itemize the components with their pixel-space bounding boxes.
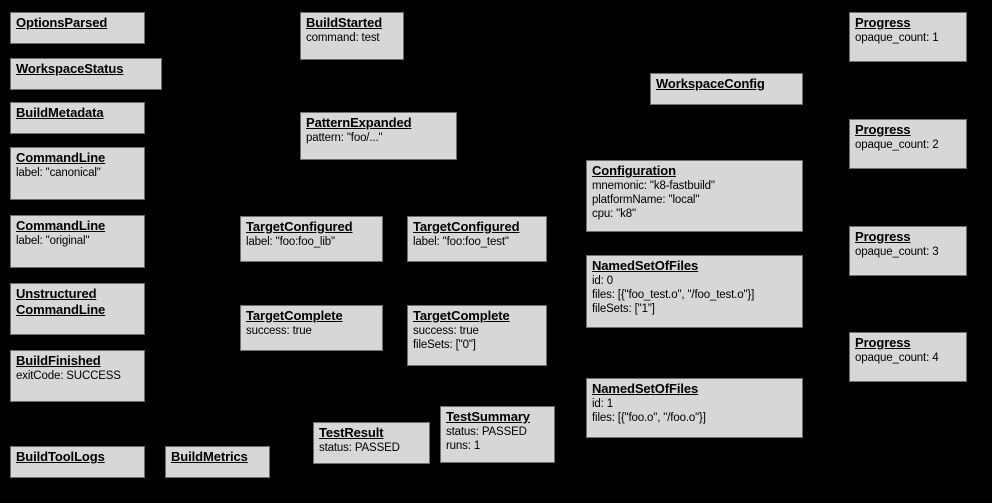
- node-field: opaque_count: 2: [855, 138, 939, 151]
- node-field: opaque_count: 4: [855, 351, 939, 364]
- node-field: runs: 1: [446, 439, 481, 452]
- node-title: TargetComplete: [246, 308, 343, 323]
- node-title: BuildMetrics: [171, 449, 248, 464]
- node-build-metrics[interactable]: BuildMetrics: [165, 446, 270, 478]
- node-field: cpu: "k8": [592, 207, 636, 220]
- node-title: BuildStarted: [306, 15, 383, 30]
- node-fields: opaque_count: 1: [855, 31, 961, 45]
- node-fields: label: "original": [16, 234, 139, 248]
- node-field: label: "canonical": [16, 166, 101, 179]
- node-title: OptionsParsed: [16, 15, 108, 30]
- node-build-tool-logs[interactable]: BuildToolLogs: [10, 446, 145, 478]
- node-workspace-status[interactable]: WorkspaceStatus: [10, 58, 162, 90]
- node-fields: success: true: [246, 324, 377, 338]
- node-title: Progress: [855, 229, 911, 244]
- node-field: opaque_count: 1: [855, 31, 939, 44]
- node-field: opaque_count: 3: [855, 245, 939, 258]
- node-field: fileSets: ["0"]: [413, 338, 476, 351]
- node-unstructured-command-line[interactable]: Unstructured CommandLine: [10, 283, 145, 335]
- node-fields: opaque_count: 3: [855, 245, 961, 259]
- node-fields: command: test: [306, 31, 398, 45]
- node-field: id: 1: [592, 397, 613, 410]
- node-fields: exitCode: SUCCESS: [16, 369, 139, 383]
- node-title: TargetConfigured: [413, 219, 520, 234]
- node-field: status: PASSED: [446, 425, 527, 438]
- node-title: PatternExpanded: [306, 115, 412, 130]
- node-title: BuildToolLogs: [16, 449, 105, 464]
- node-fields: opaque_count: 2: [855, 138, 961, 152]
- node-title: Progress: [855, 122, 911, 137]
- node-title: TargetComplete: [413, 308, 510, 323]
- node-fields: label: "canonical": [16, 166, 139, 180]
- node-title: Configuration: [592, 163, 676, 178]
- node-workspace-config[interactable]: WorkspaceConfig: [650, 73, 803, 105]
- node-field: platformName: "local": [592, 193, 700, 206]
- node-title: TestResult: [319, 425, 384, 440]
- node-field: fileSets: ["1"]: [592, 302, 655, 315]
- node-field: command: test: [306, 31, 380, 44]
- node-title: BuildFinished: [16, 353, 101, 368]
- node-title: NamedSetOfFiles: [592, 381, 699, 396]
- node-fields: label: "foo:foo_lib": [246, 235, 377, 249]
- node-field: label: "foo:foo_test": [413, 235, 509, 248]
- node-field: exitCode: SUCCESS: [16, 369, 121, 382]
- node-field: label: "original": [16, 234, 90, 247]
- node-field: id: 0: [592, 274, 613, 287]
- node-fields: pattern: "foo/...": [306, 131, 451, 145]
- node-field: files: [{"foo.o", "/foo.o"}]: [592, 411, 706, 424]
- node-title: TargetConfigured: [246, 219, 353, 234]
- node-title: BuildMetadata: [16, 105, 104, 120]
- node-fields: opaque_count: 4: [855, 351, 961, 365]
- node-title: Progress: [855, 335, 911, 350]
- node-field: pattern: "foo/...": [306, 131, 383, 144]
- node-title: TestSummary: [446, 409, 530, 424]
- node-field: status: PASSED: [319, 441, 400, 454]
- node-title: Progress: [855, 15, 911, 30]
- node-options-parsed[interactable]: OptionsParsed: [10, 12, 145, 44]
- node-title: CommandLine: [16, 150, 106, 165]
- node-field: files: [{"foo_test.o", "/foo_test.o"}]: [592, 288, 755, 301]
- node-field: success: true: [413, 324, 479, 337]
- node-field: label: "foo:foo_lib": [246, 235, 335, 248]
- node-fields: mnemonic: "k8-fastbuild"platformName: "l…: [592, 179, 797, 221]
- node-fields: status: PASSED: [319, 441, 424, 455]
- node-fields: label: "foo:foo_test": [413, 235, 541, 249]
- node-title: NamedSetOfFiles: [592, 258, 699, 273]
- node-title: WorkspaceConfig: [656, 76, 765, 91]
- node-field: success: true: [246, 324, 312, 337]
- node-title: WorkspaceStatus: [16, 61, 124, 76]
- node-title: CommandLine: [16, 218, 106, 233]
- node-build-metadata[interactable]: BuildMetadata: [10, 102, 145, 134]
- node-title: Unstructured CommandLine: [16, 286, 106, 317]
- node-field: mnemonic: "k8-fastbuild": [592, 179, 715, 192]
